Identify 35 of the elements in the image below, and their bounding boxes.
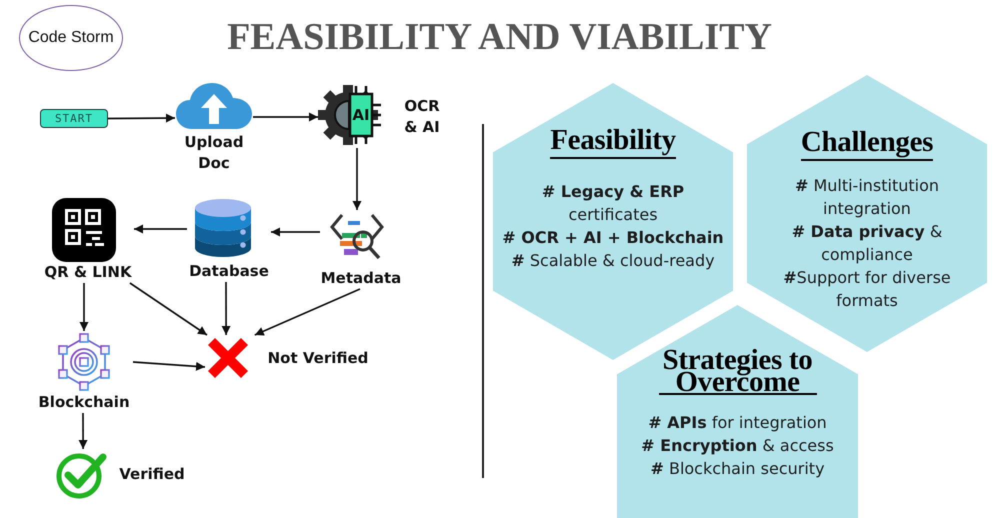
arrow (78, 413, 88, 449)
bullet-text: #Support for diverse formats (782, 267, 952, 312)
node-label: Verified (119, 464, 185, 485)
arrow (108, 114, 175, 123)
bullet-text: # Multi-institution integration (794, 175, 940, 220)
name-oval: Code Storm (19, 5, 123, 71)
bullet-text: # Data privacy & compliance (790, 221, 944, 266)
node-label: OCR & AI (403, 96, 441, 138)
panel-heading: Feasibility (550, 124, 676, 159)
node-label: Metadata (320, 268, 402, 289)
node-label: Not Verified (268, 348, 368, 369)
panel-heading: Strategies to Overcome (658, 345, 816, 395)
arrow (254, 288, 360, 336)
arrow (271, 228, 320, 236)
chip-label: AI (352, 107, 370, 123)
arrow (222, 282, 231, 335)
start-terminal: START (40, 109, 108, 128)
bullet-text: # Encryption & access (641, 435, 834, 457)
arrow (352, 148, 362, 210)
slide-title: FEASIBILITY AND VIABILITY (227, 16, 772, 58)
panel-heading: Challenges (800, 126, 934, 161)
bullet-text: # APIs for integration (648, 412, 827, 434)
arrow (134, 224, 187, 234)
arrow (132, 361, 206, 371)
node-label: Blockchain (38, 392, 130, 413)
node-label: Upload Doc (183, 132, 245, 174)
arrow (253, 112, 318, 122)
arrow (129, 282, 208, 336)
arrow (80, 283, 88, 331)
bullet-text: # Blockchain security (650, 458, 825, 480)
node-label: Database (189, 261, 269, 282)
bullet-text: # Legacy & ERP certificates (540, 181, 686, 226)
bullet-text: # OCR + AI + Blockchain (502, 227, 724, 249)
node-label: QR & LINK (44, 262, 132, 283)
bullet-text: # Scalable & cloud-ready (511, 250, 715, 272)
